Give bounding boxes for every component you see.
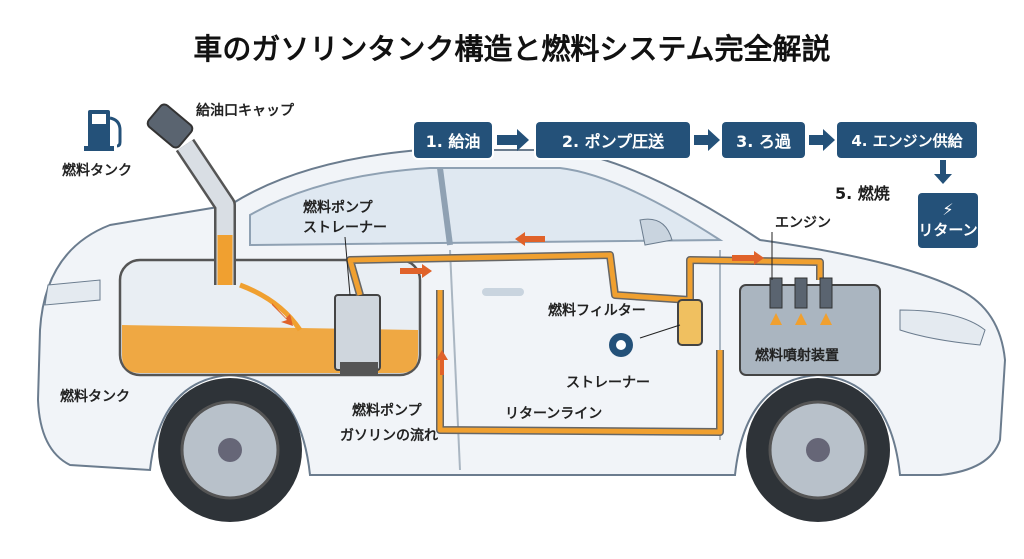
filler-cap bbox=[146, 103, 194, 149]
return-line-label: リターンライン bbox=[505, 406, 603, 422]
filler-cap-label: 給油口キャップ bbox=[196, 103, 294, 119]
flow-step-1: 1. 給油 bbox=[414, 122, 492, 158]
car-windows bbox=[249, 167, 724, 247]
flow-step-5: 5. 燃焼 bbox=[835, 184, 890, 203]
pump-strainer-label-1: 燃料ポンプ bbox=[303, 200, 373, 216]
return-box: ⚡ リターン bbox=[918, 193, 978, 248]
fuel-tank-icon-label: 燃料タンク bbox=[62, 163, 132, 179]
fuel-pump-icon bbox=[84, 110, 122, 151]
flow-arrows bbox=[272, 232, 764, 375]
rear-wheel bbox=[158, 378, 302, 522]
return-box-label: リターン bbox=[918, 221, 978, 239]
page-title: 車のガソリンタンク構造と燃料システム完全解説 bbox=[193, 32, 831, 66]
gear-icon bbox=[609, 333, 633, 357]
fuel-pump-label: 燃料ポンプ bbox=[352, 403, 422, 419]
pump-assembly bbox=[334, 294, 381, 371]
fuel-tank-label: 燃料タンク bbox=[60, 389, 130, 405]
engine-label: エンジン bbox=[775, 215, 831, 231]
flow-step-3: 3. ろ過 bbox=[722, 122, 805, 158]
flow-step-4: 4. エンジン供給 bbox=[837, 122, 977, 158]
fuel-filter-label: 燃料フィルター bbox=[548, 303, 646, 319]
headlight bbox=[899, 309, 986, 346]
strainer-label: ストレーナー bbox=[566, 375, 650, 391]
gasoline-flow-label: ガソリンの流れ bbox=[340, 428, 438, 444]
injector-label: 燃料噴射装置 bbox=[755, 348, 839, 364]
front-wheel bbox=[746, 378, 890, 522]
mirror bbox=[639, 218, 673, 246]
pump-strainer-label-2: ストレーナー bbox=[303, 220, 387, 236]
taillight bbox=[44, 279, 101, 306]
fuel-filter bbox=[677, 299, 703, 346]
engine-icon: ⚡ bbox=[942, 200, 954, 219]
flow-step-2: 2. ポンプ圧送 bbox=[536, 122, 690, 158]
